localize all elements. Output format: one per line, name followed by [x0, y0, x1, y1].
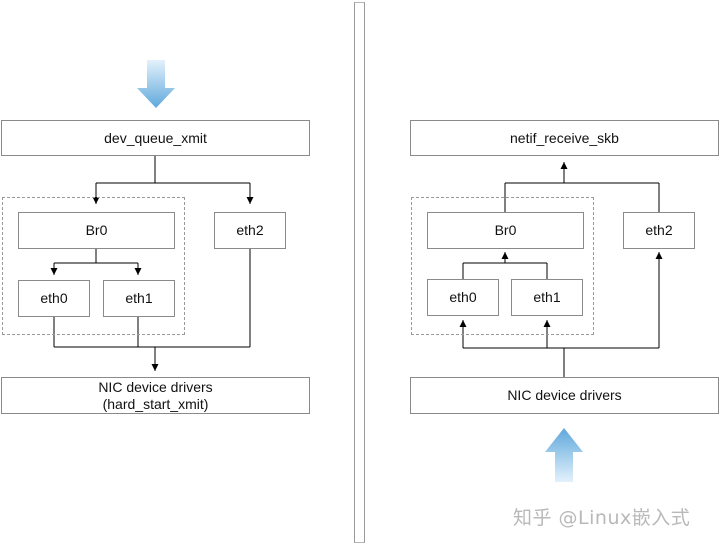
- bridge-group: [411, 197, 594, 335]
- hard-start-xmit-label: (hard_start_xmit): [102, 395, 209, 412]
- panel-divider: [354, 2, 365, 543]
- dev-queue-xmit-box: dev_queue_xmit: [1, 120, 310, 156]
- eth1-box: eth1: [103, 280, 175, 317]
- nic-device-drivers-box: NIC device drivers (hard_start_xmit): [1, 377, 310, 414]
- bridge-br0-box: Br0: [427, 212, 584, 249]
- watermark: 知乎 @Linux嵌入式: [513, 507, 691, 529]
- netif-receive-skb-box: netif_receive_skb: [410, 120, 719, 156]
- eth2-box: eth2: [623, 212, 695, 249]
- bridge-group: [2, 197, 185, 335]
- nic-device-drivers-box: NIC device drivers: [410, 377, 719, 414]
- incoming-arrow-icon: [137, 60, 175, 108]
- eth2-box: eth2: [214, 212, 286, 249]
- eth1-box: eth1: [511, 279, 583, 316]
- nic-driver-label: NIC device drivers: [98, 378, 213, 395]
- eth0-box: eth0: [427, 279, 499, 316]
- bridge-br0-box: Br0: [18, 212, 175, 249]
- eth0-box: eth0: [18, 280, 90, 317]
- incoming-arrow-icon: [545, 428, 583, 482]
